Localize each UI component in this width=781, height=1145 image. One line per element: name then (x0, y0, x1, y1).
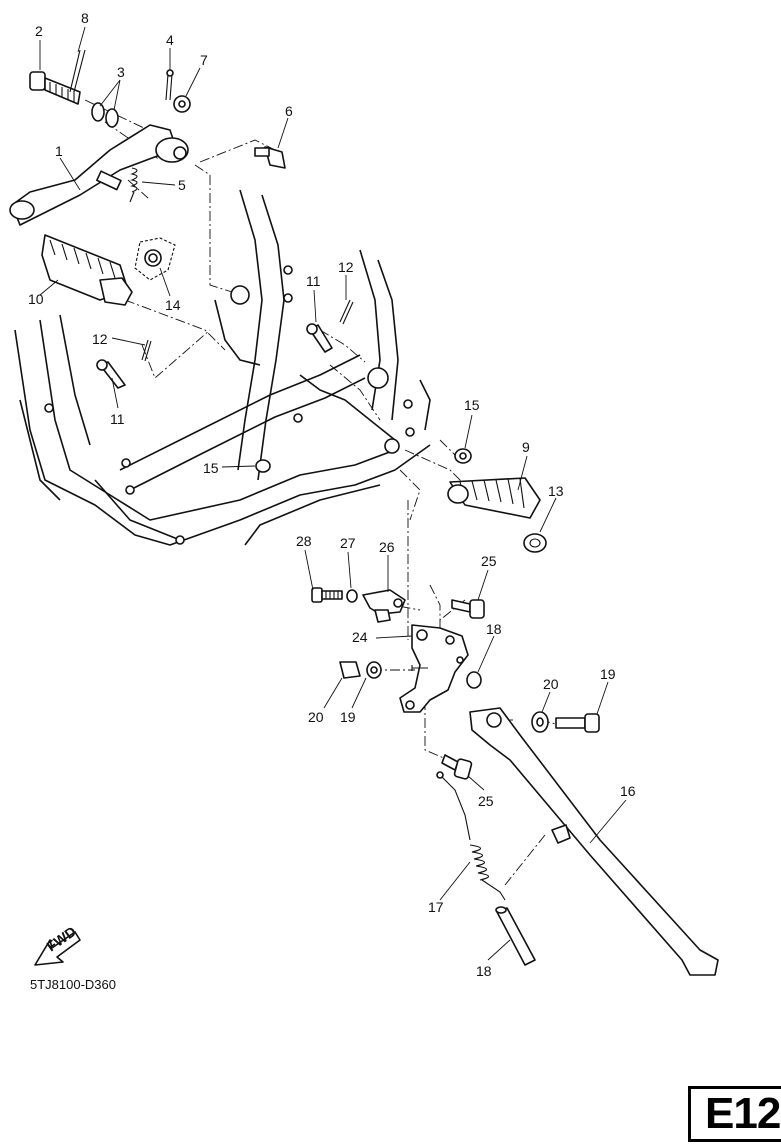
callout-9: 9 (522, 439, 530, 455)
callout-20: 20 (543, 676, 559, 692)
callout-3: 3 (117, 64, 125, 80)
page-badge: E12 (688, 1086, 781, 1142)
callout-15-right: 15 (464, 397, 480, 413)
callout-28: 28 (296, 533, 312, 549)
callout-16: 16 (620, 783, 636, 799)
callout-7: 7 (200, 52, 208, 68)
callout-22: 19 (340, 709, 356, 725)
diagram-code: 5TJ8100-D360 (30, 977, 116, 992)
callout-12-left: 12 (92, 331, 108, 347)
callout-10: 10 (28, 291, 44, 307)
callout-12-right: 12 (338, 259, 354, 275)
callout-26: 26 (379, 539, 395, 555)
fwd-arrow-icon: FWD (34, 923, 81, 966)
sidestand-assembly (436, 707, 719, 976)
callout-13: 13 (548, 483, 564, 499)
callout-17: 17 (428, 899, 444, 915)
callout-27: 27 (340, 535, 356, 551)
callout-4: 4 (166, 32, 174, 48)
right-footrest-assembly (447, 477, 547, 553)
callout-18: 18 (476, 963, 492, 979)
callout-25-lower: 25 (478, 793, 494, 809)
right-pin-assembly (306, 299, 354, 353)
brake-pedal-assembly (9, 49, 286, 226)
callout-1: 1 (55, 143, 63, 159)
left-footrest-assembly (41, 234, 176, 389)
callout-19: 19 (600, 666, 616, 682)
callout-2: 2 (35, 23, 43, 39)
washers-15 (255, 448, 472, 473)
frame-structure (14, 189, 431, 546)
callout-23: 20 (308, 709, 324, 725)
callout-6: 6 (285, 103, 293, 119)
callout-numbers: 2 8 3 4 7 6 1 5 14 10 12 11 11 12 15 15 … (28, 10, 636, 979)
callout-15-left: 15 (203, 460, 219, 476)
callout-24: 24 (352, 629, 368, 645)
callout-11-right: 11 (306, 273, 321, 289)
callout-leaders (39, 26, 627, 961)
callout-25-upper: 25 (481, 553, 497, 569)
callout-14: 14 (165, 297, 181, 313)
callout-21: 18 (486, 621, 502, 637)
callout-5: 5 (178, 177, 186, 193)
callout-8: 8 (81, 10, 89, 26)
sidestand-bracket-assembly (311, 587, 600, 780)
callout-11-left: 11 (110, 411, 125, 427)
